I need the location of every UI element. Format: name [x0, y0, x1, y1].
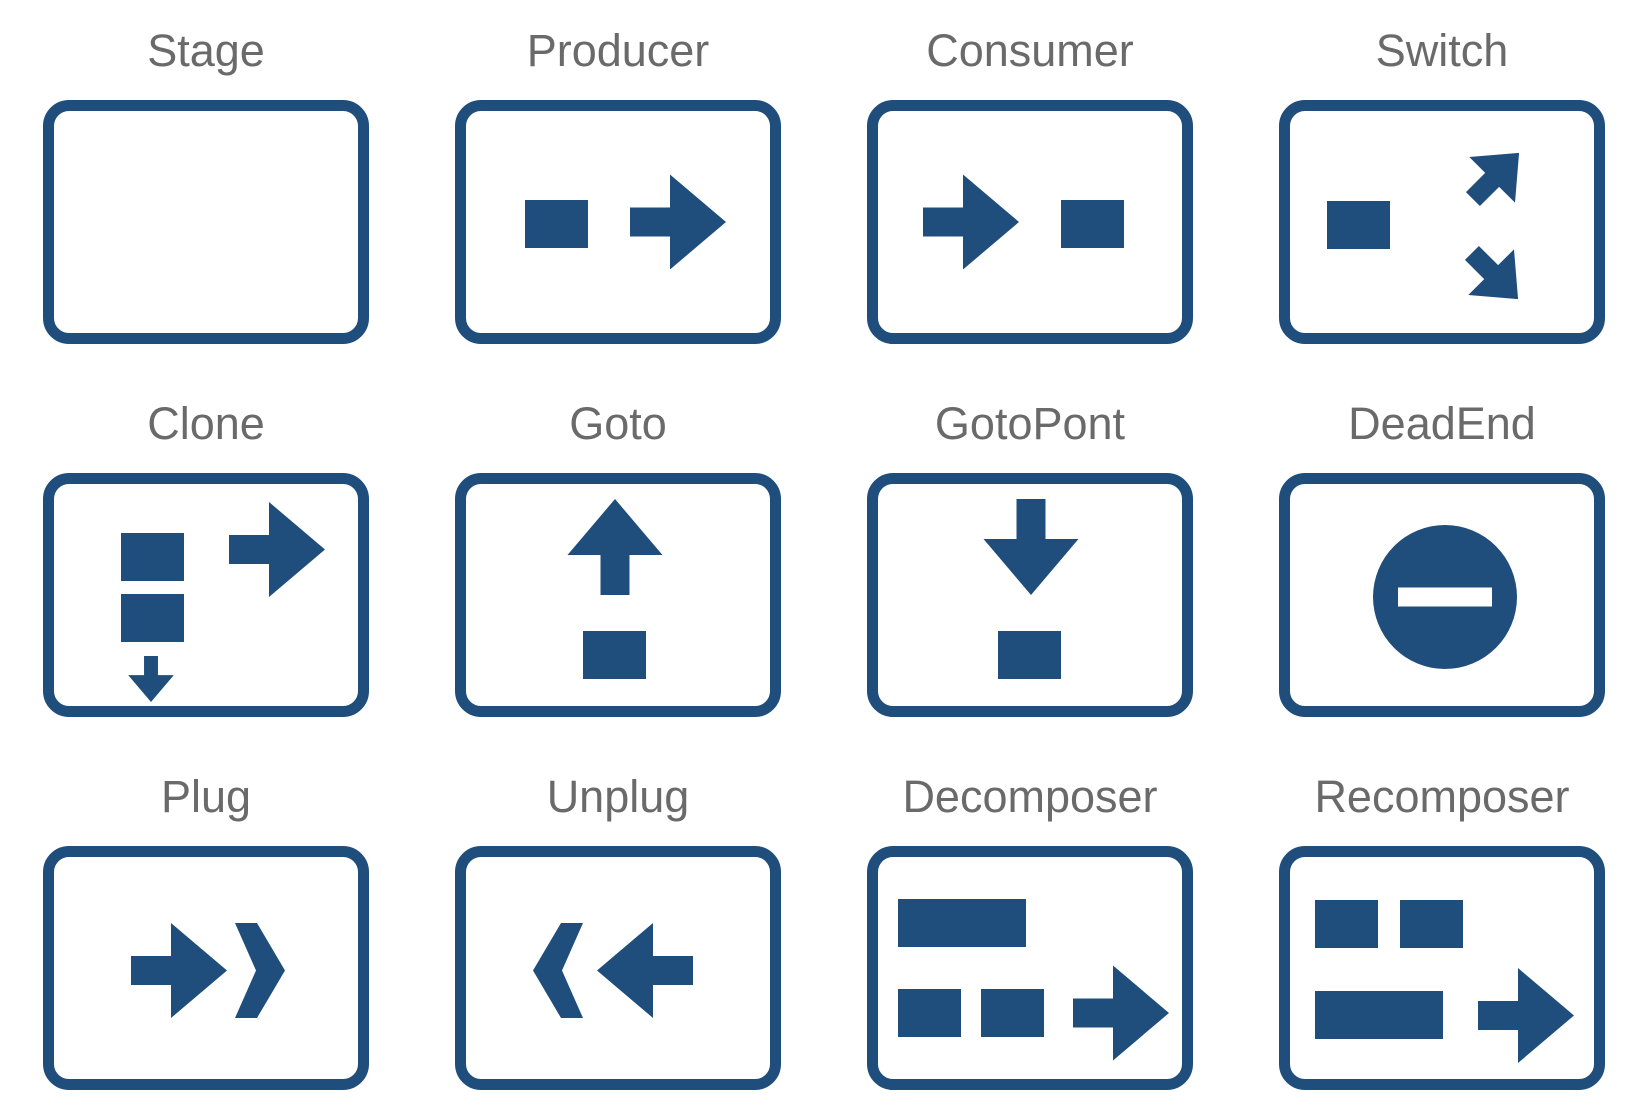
- unplug-box: [455, 845, 781, 1090]
- node-type-plug: Plug: [0, 746, 412, 1118]
- arrow-up-over-square-icon: [567, 498, 663, 679]
- goto-box: [455, 472, 781, 717]
- square-then-arrow-right-icon: [525, 174, 726, 269]
- node-type-label: Producer: [526, 25, 710, 76]
- node-type-clone: Clone: [0, 373, 412, 746]
- node-type-label: Decomposer: [902, 771, 1158, 822]
- recomposer-box: [1279, 845, 1605, 1090]
- node-type-label: Plug: [160, 771, 252, 822]
- node-type-consumer: Consumer: [824, 0, 1236, 373]
- node-type-label: GotoPont: [934, 398, 1126, 449]
- node-type-unplug: Unplug: [412, 746, 824, 1118]
- node-type-producer: Producer: [412, 0, 824, 373]
- squares-merge-to-rect-arrow-icon: [1315, 899, 1574, 1063]
- node-type-label: Consumer: [926, 25, 1134, 76]
- node-type-recomposer: Recomposer: [1236, 746, 1648, 1118]
- arrow-down-over-square-icon: [983, 498, 1079, 679]
- consumer-box: [867, 99, 1193, 344]
- no-entry-circle-icon: [1373, 524, 1517, 669]
- deadend-box: [1279, 472, 1605, 717]
- stage-box: [43, 99, 369, 344]
- node-type-label: Stage: [147, 25, 265, 76]
- node-type-label: Clone: [147, 398, 265, 449]
- switch-box: [1279, 99, 1605, 344]
- node-type-label: Unplug: [546, 771, 690, 822]
- node-type-stage: Stage: [0, 0, 412, 373]
- arrow-right-then-square-icon: [923, 174, 1124, 269]
- stage-empty-box-icon: [54, 111, 358, 333]
- node-type-deadend: DeadEnd: [1236, 373, 1648, 746]
- node-type-label: Switch: [1375, 25, 1509, 76]
- node-type-decomposer: Decomposer: [824, 746, 1236, 1118]
- node-type-gotopont: GotoPont: [824, 373, 1236, 746]
- chevron-arrow-left-icon: [533, 922, 693, 1018]
- arrow-right-chevron-icon: [131, 922, 285, 1018]
- node-type-label: Recomposer: [1314, 771, 1570, 822]
- clone-box: [43, 472, 369, 717]
- producer-box: [455, 99, 781, 344]
- decomposer-box: [867, 845, 1193, 1090]
- rect-split-to-squares-arrow-icon: [898, 898, 1169, 1060]
- gotopont-box: [867, 472, 1193, 717]
- node-type-label: Goto: [569, 398, 667, 449]
- plug-box: [43, 845, 369, 1090]
- stacked-squares-down-and-right-arrows-icon: [121, 501, 325, 702]
- node-type-label: DeadEnd: [1348, 398, 1536, 449]
- node-type-switch: Switch: [1236, 0, 1648, 373]
- node-type-goto: Goto: [412, 373, 824, 746]
- square-diverging-arrows-icon: [1327, 129, 1542, 322]
